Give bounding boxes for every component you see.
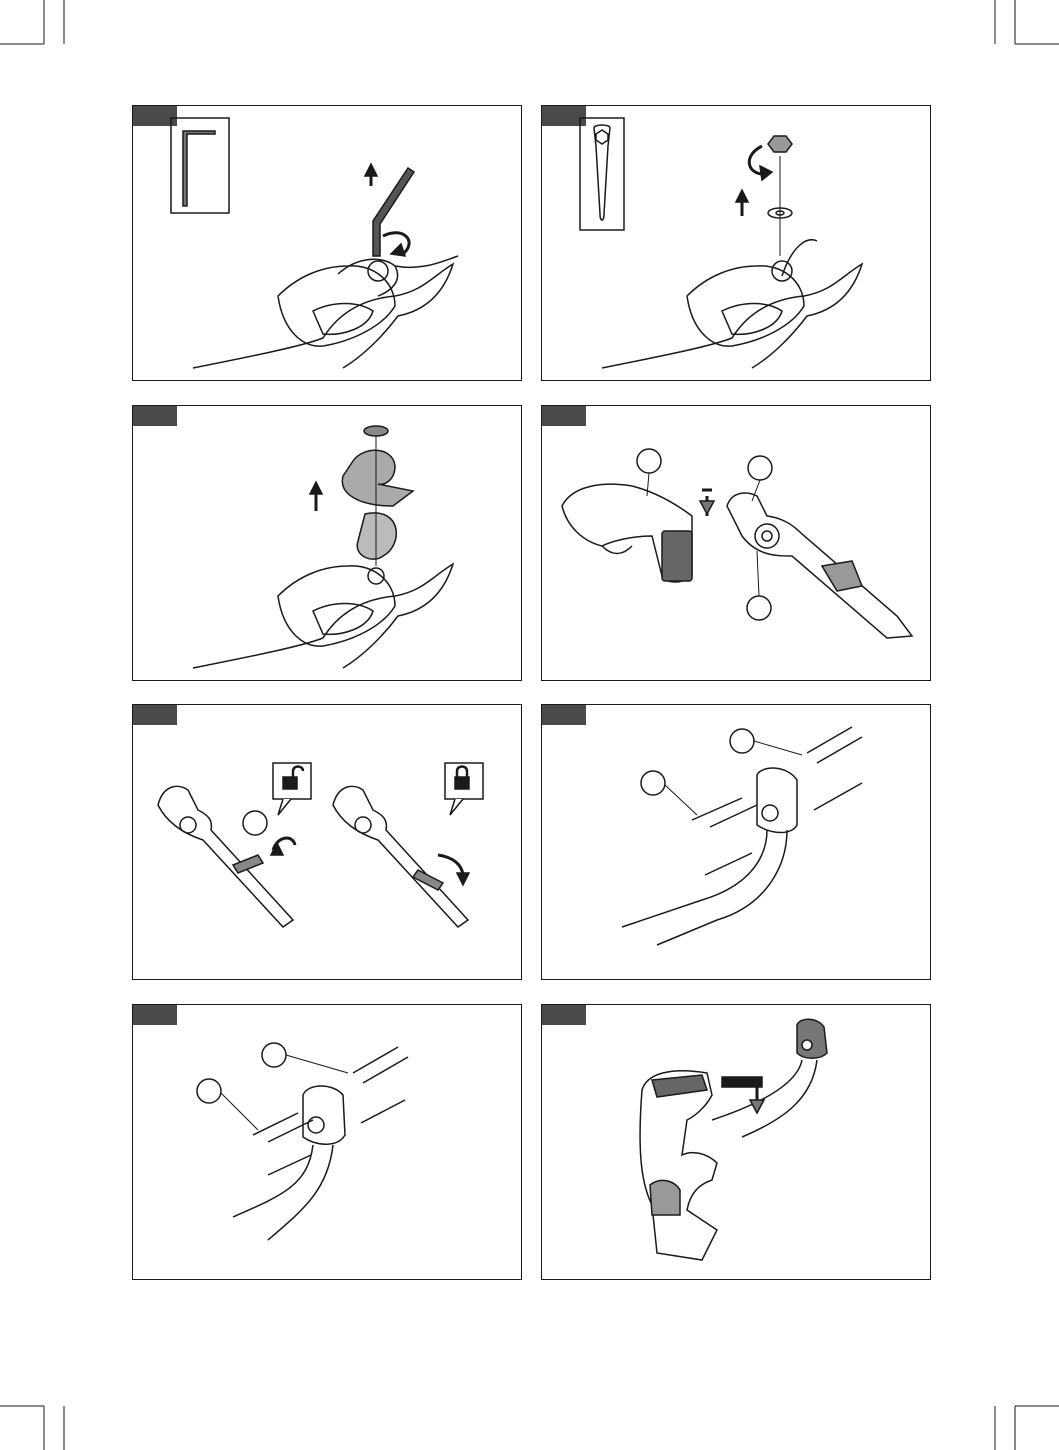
tool-box [580, 118, 624, 230]
hex-key-icon [183, 131, 215, 206]
panel-8 [541, 1004, 931, 1280]
callout-circle [747, 596, 771, 620]
bracket-mounting-variant-illustration [133, 1005, 520, 1278]
panel-1 [132, 105, 522, 381]
unlock-icon [283, 777, 297, 789]
bracket-mounting-illustration [542, 705, 929, 978]
hex-socket-icon [596, 130, 608, 144]
callout-circle [730, 729, 754, 753]
pruner-nut-removal-illustration [542, 106, 929, 379]
callout-circle [243, 811, 267, 835]
blade-removal-illustration [133, 406, 520, 679]
callout-circle [637, 449, 661, 473]
callout-circle [197, 1079, 221, 1103]
panel-3 [132, 405, 522, 681]
lock-lever-illustration [133, 705, 520, 978]
panel-5 [132, 704, 522, 980]
battery-holder-illustration [542, 1005, 929, 1278]
panel-7 [132, 1004, 522, 1280]
callout-circle [641, 771, 665, 795]
panel-6 [541, 704, 931, 980]
callout-circle [262, 1043, 286, 1067]
pole-attachment-illustration [542, 406, 929, 679]
pruner-hex-key-illustration [133, 106, 520, 379]
lock-icon [455, 777, 469, 789]
panel-4 [541, 405, 931, 681]
callout-circle [748, 456, 772, 480]
panel-2 [541, 105, 931, 381]
